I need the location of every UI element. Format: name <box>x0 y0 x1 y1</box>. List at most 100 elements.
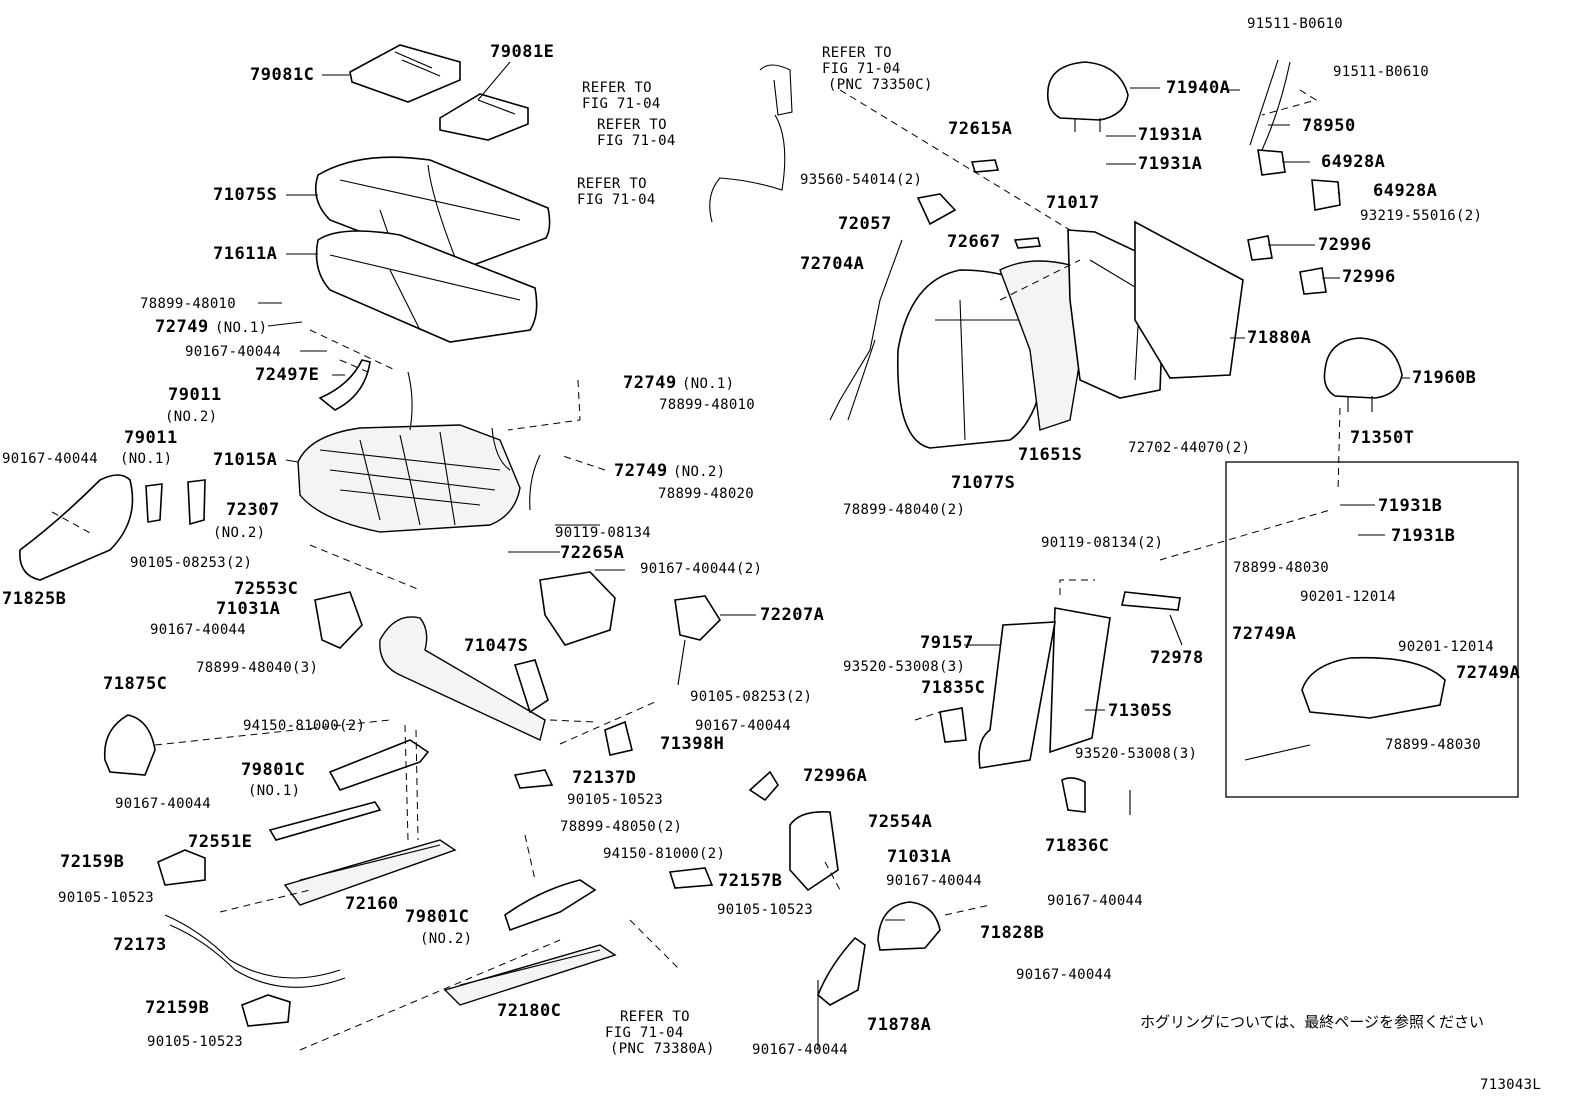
part-72704a-label: 72704A <box>800 254 865 274</box>
part-72207a-label: 72207A <box>760 605 825 625</box>
wire-72173 <box>164 914 346 988</box>
part-78899-48030b-label: 78899-48030 <box>1385 737 1482 753</box>
part-78899-48010b-label: 78899-48010 <box>659 397 756 413</box>
cover-72554a <box>789 810 839 892</box>
part-71835c-label: 71835C <box>921 678 986 698</box>
cover-79157 <box>978 621 1056 769</box>
part-72996-a-label: 72996 <box>1318 235 1372 255</box>
part-79801c-no2-label: 79801C <box>405 907 470 927</box>
part-72749-no1b-label: 72749 <box>623 373 677 393</box>
part-71031a-b-label: 71031A <box>887 847 952 867</box>
part-90167-40044-label: 90167-40044 <box>695 718 792 734</box>
part-71611a-label: 71611A <box>213 244 278 264</box>
part-90105-08253b-label: 90105-08253(2) <box>690 689 813 705</box>
part-72173-label: 72173 <box>113 935 167 955</box>
recliner-71047s <box>379 616 549 741</box>
part-71075s-label: 71075S <box>213 185 278 205</box>
hog-ring-footnote: ホグリングについては、最終ページを参照ください <box>1140 1013 1484 1031</box>
part-71931a-b-label: 71931A <box>1138 154 1203 174</box>
part-64928a-b-label: 64928A <box>1373 181 1438 201</box>
belt-guide-78950 <box>1249 59 1291 151</box>
part-72160-label: 72160 <box>345 894 399 914</box>
part-90167-40044f-label: 90167-40044 <box>752 1042 849 1058</box>
part-79157-label: 79157 <box>920 633 974 653</box>
knob-79011-no1 <box>145 483 163 523</box>
part-79011-no1-note: (NO.1) <box>120 451 173 467</box>
refer-note-d-line1: REFER TO <box>597 117 667 133</box>
part-90105-10523c-label: 90105-10523 <box>717 902 814 918</box>
part-72157b-label: 72157B <box>718 871 783 891</box>
cover-72157b <box>668 867 714 889</box>
clip-72667 <box>1013 237 1042 249</box>
cover-71835c <box>939 707 967 743</box>
part-71836c-label: 71836C <box>1045 836 1110 856</box>
part-90105-08253-label: 90105-08253(2) <box>130 555 253 571</box>
part-90167-40044h-label: 90167-40044 <box>1047 893 1144 909</box>
cover-64928a <box>1257 149 1341 211</box>
part-72667-label: 72667 <box>947 232 1001 252</box>
part-79011-no2-label: 79011 <box>168 385 222 405</box>
bracket-72553c <box>314 591 363 649</box>
refer-note-c-line2: FIG 71-04 <box>582 96 661 112</box>
part-90105-10523b-label: 90105-10523 <box>58 890 155 906</box>
part-90167-40044-label: 90167-40044 <box>185 344 282 360</box>
part-91511-b0610a-label: 91511-B0610 <box>1247 16 1344 32</box>
refer-note-b-line3: (PNC 73350C) <box>828 77 933 93</box>
part-78899-48030a-label: 78899-48030 <box>1233 560 1330 576</box>
part-71305s-label: 71305S <box>1108 701 1173 721</box>
part-78899-48010-label: 78899-48010 <box>140 296 237 312</box>
part-90119-08134-label: 90119-08134 <box>555 525 652 541</box>
part-90167-40044-2-label: 90167-40044(2) <box>640 561 763 577</box>
part-71880a-label: 71880A <box>1247 328 1312 348</box>
part-72159b-a-label: 72159B <box>60 852 125 872</box>
part-79801c-no2-note: (NO.2) <box>420 931 473 947</box>
part-94150-81000b-label: 94150-81000(2) <box>603 846 726 862</box>
part-79011-no2-note: (NO.2) <box>165 409 218 425</box>
bracket-72996a <box>748 770 779 802</box>
part-79011-no1-label: 79011 <box>124 428 178 448</box>
armrest-71305s <box>1049 607 1111 754</box>
part-71015a-label: 71015A <box>213 450 278 470</box>
cover-71828b <box>877 901 941 951</box>
part-64928a-a-label: 64928A <box>1321 152 1386 172</box>
part-72996-b-label: 72996 <box>1342 267 1396 287</box>
part-72554a-label: 72554A <box>868 812 933 832</box>
part-72615a-label: 72615A <box>948 119 1013 139</box>
part-72749a-a-label: 72749A <box>1232 624 1297 644</box>
part-91511-b0610b-label: 91511-B0610 <box>1333 64 1430 80</box>
knob-72615a <box>970 159 1000 173</box>
bracket-71398h <box>604 720 633 756</box>
part-94150-81000-label: 94150-81000(2) <box>243 718 366 734</box>
part-78899-48040-2-label: 78899-48040(2) <box>843 502 966 518</box>
part-72551e-label: 72551E <box>188 832 253 852</box>
part-72307-label: 72307 <box>226 500 280 520</box>
part-90167-40044-label: 90167-40044 <box>2 451 99 467</box>
part-93219-55016-label: 93219-55016(2) <box>1360 208 1483 224</box>
part-71931b-a-label: 71931B <box>1378 496 1443 516</box>
part-90201-12014a-label: 90201-12014 <box>1300 589 1397 605</box>
switch-72996 <box>1247 235 1327 295</box>
part-78899-48020-label: 78899-48020 <box>658 486 755 502</box>
refer-note-c-line1: REFER TO <box>582 80 652 96</box>
part-78950-label: 78950 <box>1302 116 1356 136</box>
part-78899-48040-label: 78899-48040(3) <box>196 660 319 676</box>
part-72553c-label: 72553C <box>234 579 299 599</box>
part-72180c-label: 72180C <box>497 1001 562 1021</box>
knob-79011-no2 <box>187 479 206 526</box>
rail-72180c <box>443 944 617 1006</box>
part-72996a-label: 72996A <box>803 766 868 786</box>
bracket-72497e <box>318 359 371 411</box>
back-board-71880a <box>1134 220 1244 379</box>
part-72159b-b-label: 72159B <box>145 998 210 1018</box>
part-79081e-label: 79081E <box>490 42 555 62</box>
part-71825b-label: 71825B <box>2 589 67 609</box>
part-72749a-b-label: 72749A <box>1456 663 1521 683</box>
seatback-cover-71651s <box>999 260 1091 431</box>
cover-72159b-b <box>241 994 291 1027</box>
refer-note-a-line3: (PNC 73380A) <box>610 1041 715 1057</box>
part-72978-label: 72978 <box>1150 648 1204 668</box>
part-90167-40044g-label: 90167-40044 <box>886 873 983 889</box>
part-72057-label: 72057 <box>838 214 892 234</box>
part-79801c-no1-note: (NO.1) <box>248 783 301 799</box>
